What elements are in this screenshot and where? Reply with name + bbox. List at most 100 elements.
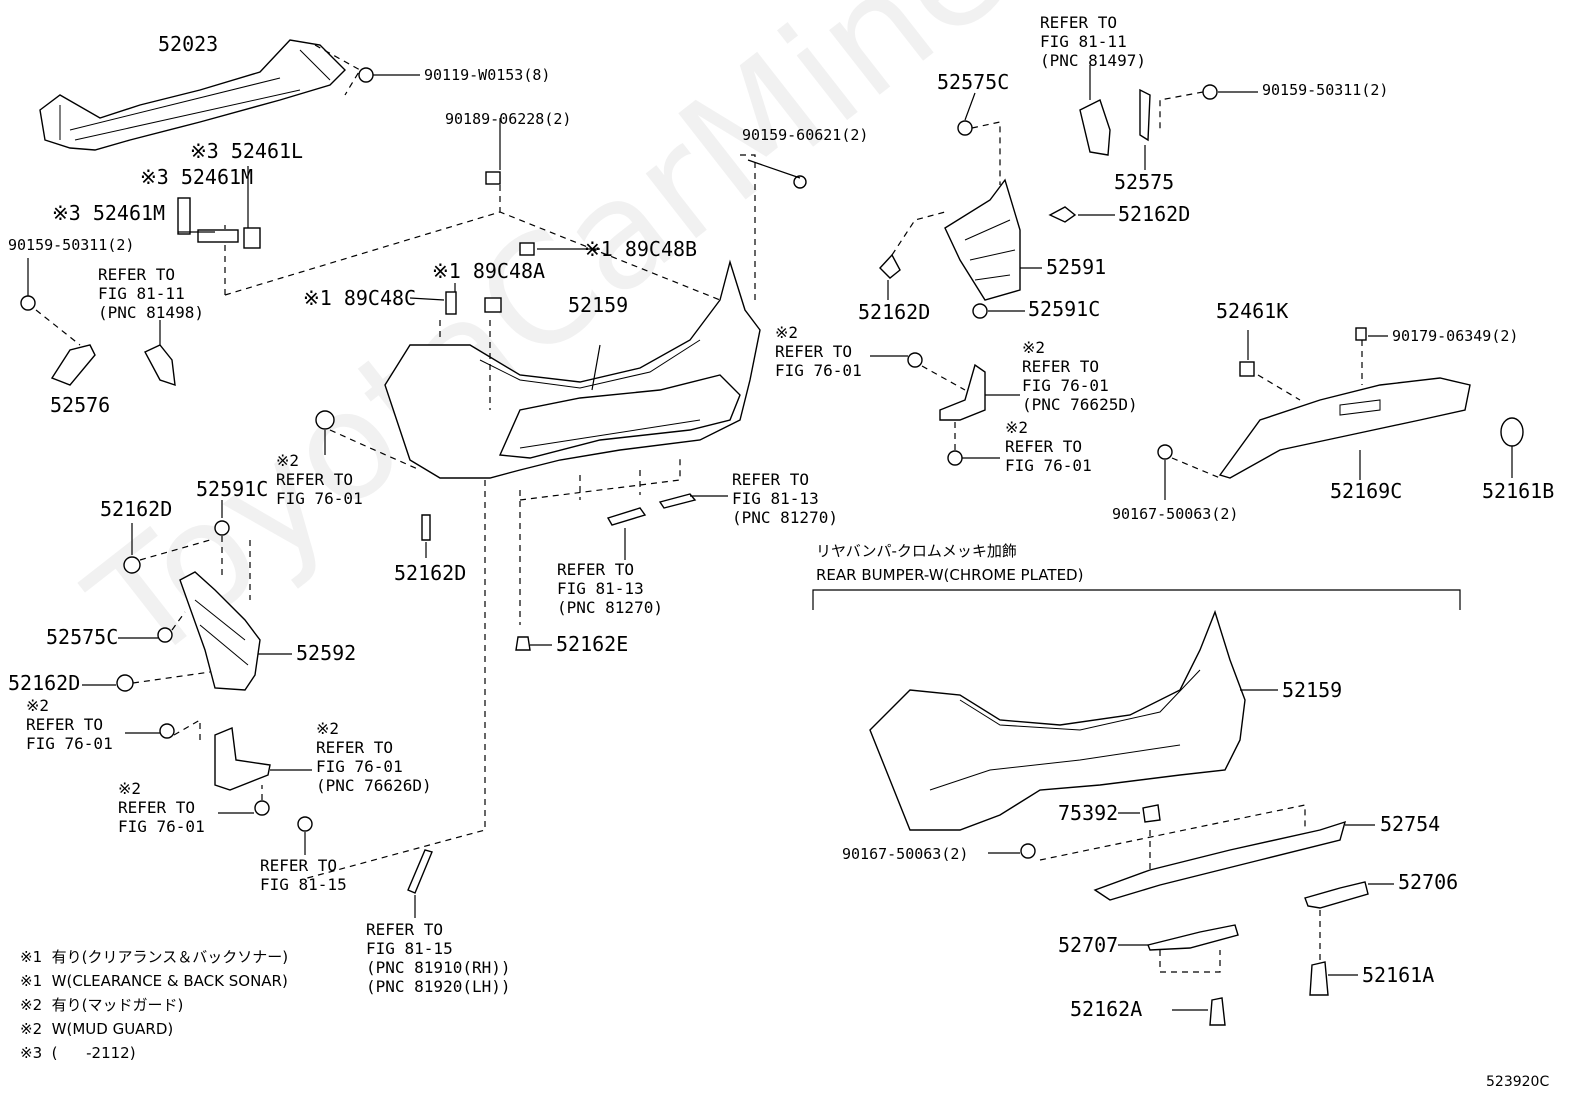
label-52162e: 52162E	[556, 632, 629, 656]
label-ref-76626d: ※2 REFER TO FIG 76-01 (PNC 76626D)	[316, 719, 432, 795]
label-52575c-l: 52575C	[46, 625, 119, 649]
lower-cover-52169C-shape	[1218, 377, 1471, 479]
reflector-81910-shape	[407, 849, 433, 894]
bumper-lower-shape	[869, 609, 1246, 831]
label-52461m-b: ※3 52461M	[52, 201, 166, 225]
label-89c48b: ※1 89C48B	[584, 237, 698, 261]
label-ref-81497: REFER TO FIG 81-11 (PNC 81497)	[1040, 13, 1146, 70]
clip-ref-76-01-left-shape	[315, 410, 335, 430]
sensor-89C48C-shape	[445, 291, 457, 315]
label-ref-76-01-a: ※2 REFER TO FIG 76-01	[775, 323, 862, 380]
ref-81498-part-shape	[144, 344, 176, 387]
clip-89C48A-shape	[484, 297, 502, 313]
label-ref-76-01-b: ※2 REFER TO FIG 76-01	[1005, 418, 1092, 475]
label-52023: 52023	[158, 32, 219, 56]
label-52592: 52592	[296, 641, 357, 665]
clip-89C48B-shape	[519, 242, 535, 256]
label-90167-50063-top: 90167-50063(2)	[1112, 505, 1239, 523]
label-52161b: 52161B	[1482, 479, 1555, 503]
label-ref-81498: REFER TO FIG 81-11 (PNC 81498)	[98, 265, 204, 322]
label-75392: 75392	[1058, 801, 1119, 825]
label-ref-76-01-d: ※2 REFER TO FIG 76-01	[26, 696, 113, 753]
clip-52575-shape	[1139, 88, 1151, 142]
label-ref-76-01-e: ※2 REFER TO FIG 76-01	[118, 779, 205, 836]
clip-52162A-shape	[1209, 997, 1226, 1026]
sticker-52461K-shape	[1239, 361, 1255, 377]
clip-52161A-shape	[1309, 961, 1329, 996]
clip-52162D-r1-shape	[1048, 206, 1077, 223]
label-52591: 52591	[1046, 255, 1107, 279]
clip-52162D-mid-shape	[421, 514, 431, 541]
label-52461m-a: ※3 52461M	[140, 165, 254, 189]
note-1-jp: ※1 有り(クリアランス＆バックソナー)	[20, 948, 289, 966]
note-2-en: ※2 W(MUD GUARD)	[20, 1020, 174, 1038]
label-89c48c: ※1 89C48C	[303, 286, 417, 310]
bumper-upper-shape	[384, 259, 761, 479]
bolt-90119-shape	[358, 67, 374, 83]
label-52575: 52575	[1114, 170, 1175, 194]
clip-52162D-r2-shape	[879, 253, 901, 279]
bolt-mudguard-l2-shape	[254, 800, 270, 816]
label-52706: 52706	[1398, 870, 1459, 894]
nut-52575C-top-shape	[957, 120, 973, 136]
label-52707: 52707	[1058, 933, 1119, 957]
label-52576: 52576	[50, 393, 111, 417]
clip-52162D-l2-shape	[116, 674, 134, 692]
nut-90159-50311-left-shape	[20, 295, 36, 311]
reflector-52706-shape	[1304, 881, 1369, 909]
ref-81497-part-shape	[1079, 99, 1111, 156]
nut-52591C-l-shape	[214, 520, 230, 536]
cap-52161B-shape	[1500, 417, 1524, 447]
sticker-52461M-b-shape	[197, 229, 239, 243]
nut-90159-50311-top-shape	[1202, 84, 1218, 100]
label-89c48a: ※1 89C48A	[432, 259, 546, 283]
nut-52591C-r-shape	[972, 303, 988, 319]
label-52162d-mid: 52162D	[394, 561, 467, 585]
note-2-jp: ※2 有り(マッドガード)	[20, 996, 184, 1014]
clip-75392-shape	[1142, 804, 1161, 823]
mudguard-rh-shape	[939, 363, 986, 421]
note-3: ※3 ( -2112)	[20, 1044, 136, 1062]
bolt-90167-top-shape	[1157, 444, 1173, 460]
label-52162a: 52162A	[1070, 997, 1143, 1021]
nut-52575C-l-shape	[157, 627, 173, 643]
label-52162d-r2: 52162D	[858, 300, 931, 324]
label-90159-50311-left: 90159-50311(2)	[8, 236, 135, 254]
bracket-52592-shape	[179, 571, 261, 691]
label-52159-top: 52159	[568, 293, 629, 317]
label-52169c: 52169C	[1330, 479, 1403, 503]
label-52575c-top: 52575C	[937, 70, 1010, 94]
label-52162d-l2: 52162D	[8, 671, 81, 695]
clip-90179-shape	[1355, 327, 1367, 341]
label-52159-bot: 52159	[1282, 678, 1343, 702]
label-90119-w0153: 90119-W0153(8)	[424, 66, 551, 84]
label-52161a: 52161A	[1362, 963, 1435, 987]
diagram-code: 523920C	[1486, 1074, 1550, 1090]
label-52461k: 52461K	[1216, 299, 1289, 323]
section-title-jp: リヤバンパ-クロムメッキ加飾	[816, 542, 1017, 560]
bolt-mudguard-r2-shape	[947, 450, 963, 466]
label-90159-60621: 90159-60621(2)	[742, 126, 869, 144]
label-52162d-r1: 52162D	[1118, 202, 1191, 226]
label-90189-06228: 90189-06228(2)	[445, 110, 572, 128]
clip-52162E-shape	[515, 636, 531, 651]
garnish-52754-shape	[1093, 820, 1347, 901]
sticker-52461L-shape	[243, 227, 261, 249]
label-52754: 52754	[1380, 812, 1441, 836]
mudguard-lh-shape	[214, 727, 271, 791]
section-title-en: REAR BUMPER-W(CHROME PLATED)	[816, 566, 1084, 584]
lamp-81270-b-shape	[658, 493, 697, 509]
label-52591c-r: 52591C	[1028, 297, 1101, 321]
label-ref-81-15: REFER TO FIG 81-15	[260, 856, 347, 894]
reinforcement-52023-shape	[39, 39, 361, 151]
label-52461l: ※3 52461L	[190, 139, 304, 163]
bolt-90159-60621-shape	[793, 175, 807, 189]
label-ref-81270-b: REFER TO FIG 81-13 (PNC 81270)	[557, 560, 663, 617]
label-52162d-l1: 52162D	[100, 497, 173, 521]
label-52591c-l: 52591C	[196, 477, 269, 501]
lamp-81270-a-shape	[606, 507, 647, 526]
bolt-mudguard-l-shape	[159, 723, 175, 739]
label-90159-50311-top: 90159-50311(2)	[1262, 81, 1389, 99]
label-ref-76625d: ※2 REFER TO FIG 76-01 (PNC 76625D)	[1022, 338, 1138, 414]
